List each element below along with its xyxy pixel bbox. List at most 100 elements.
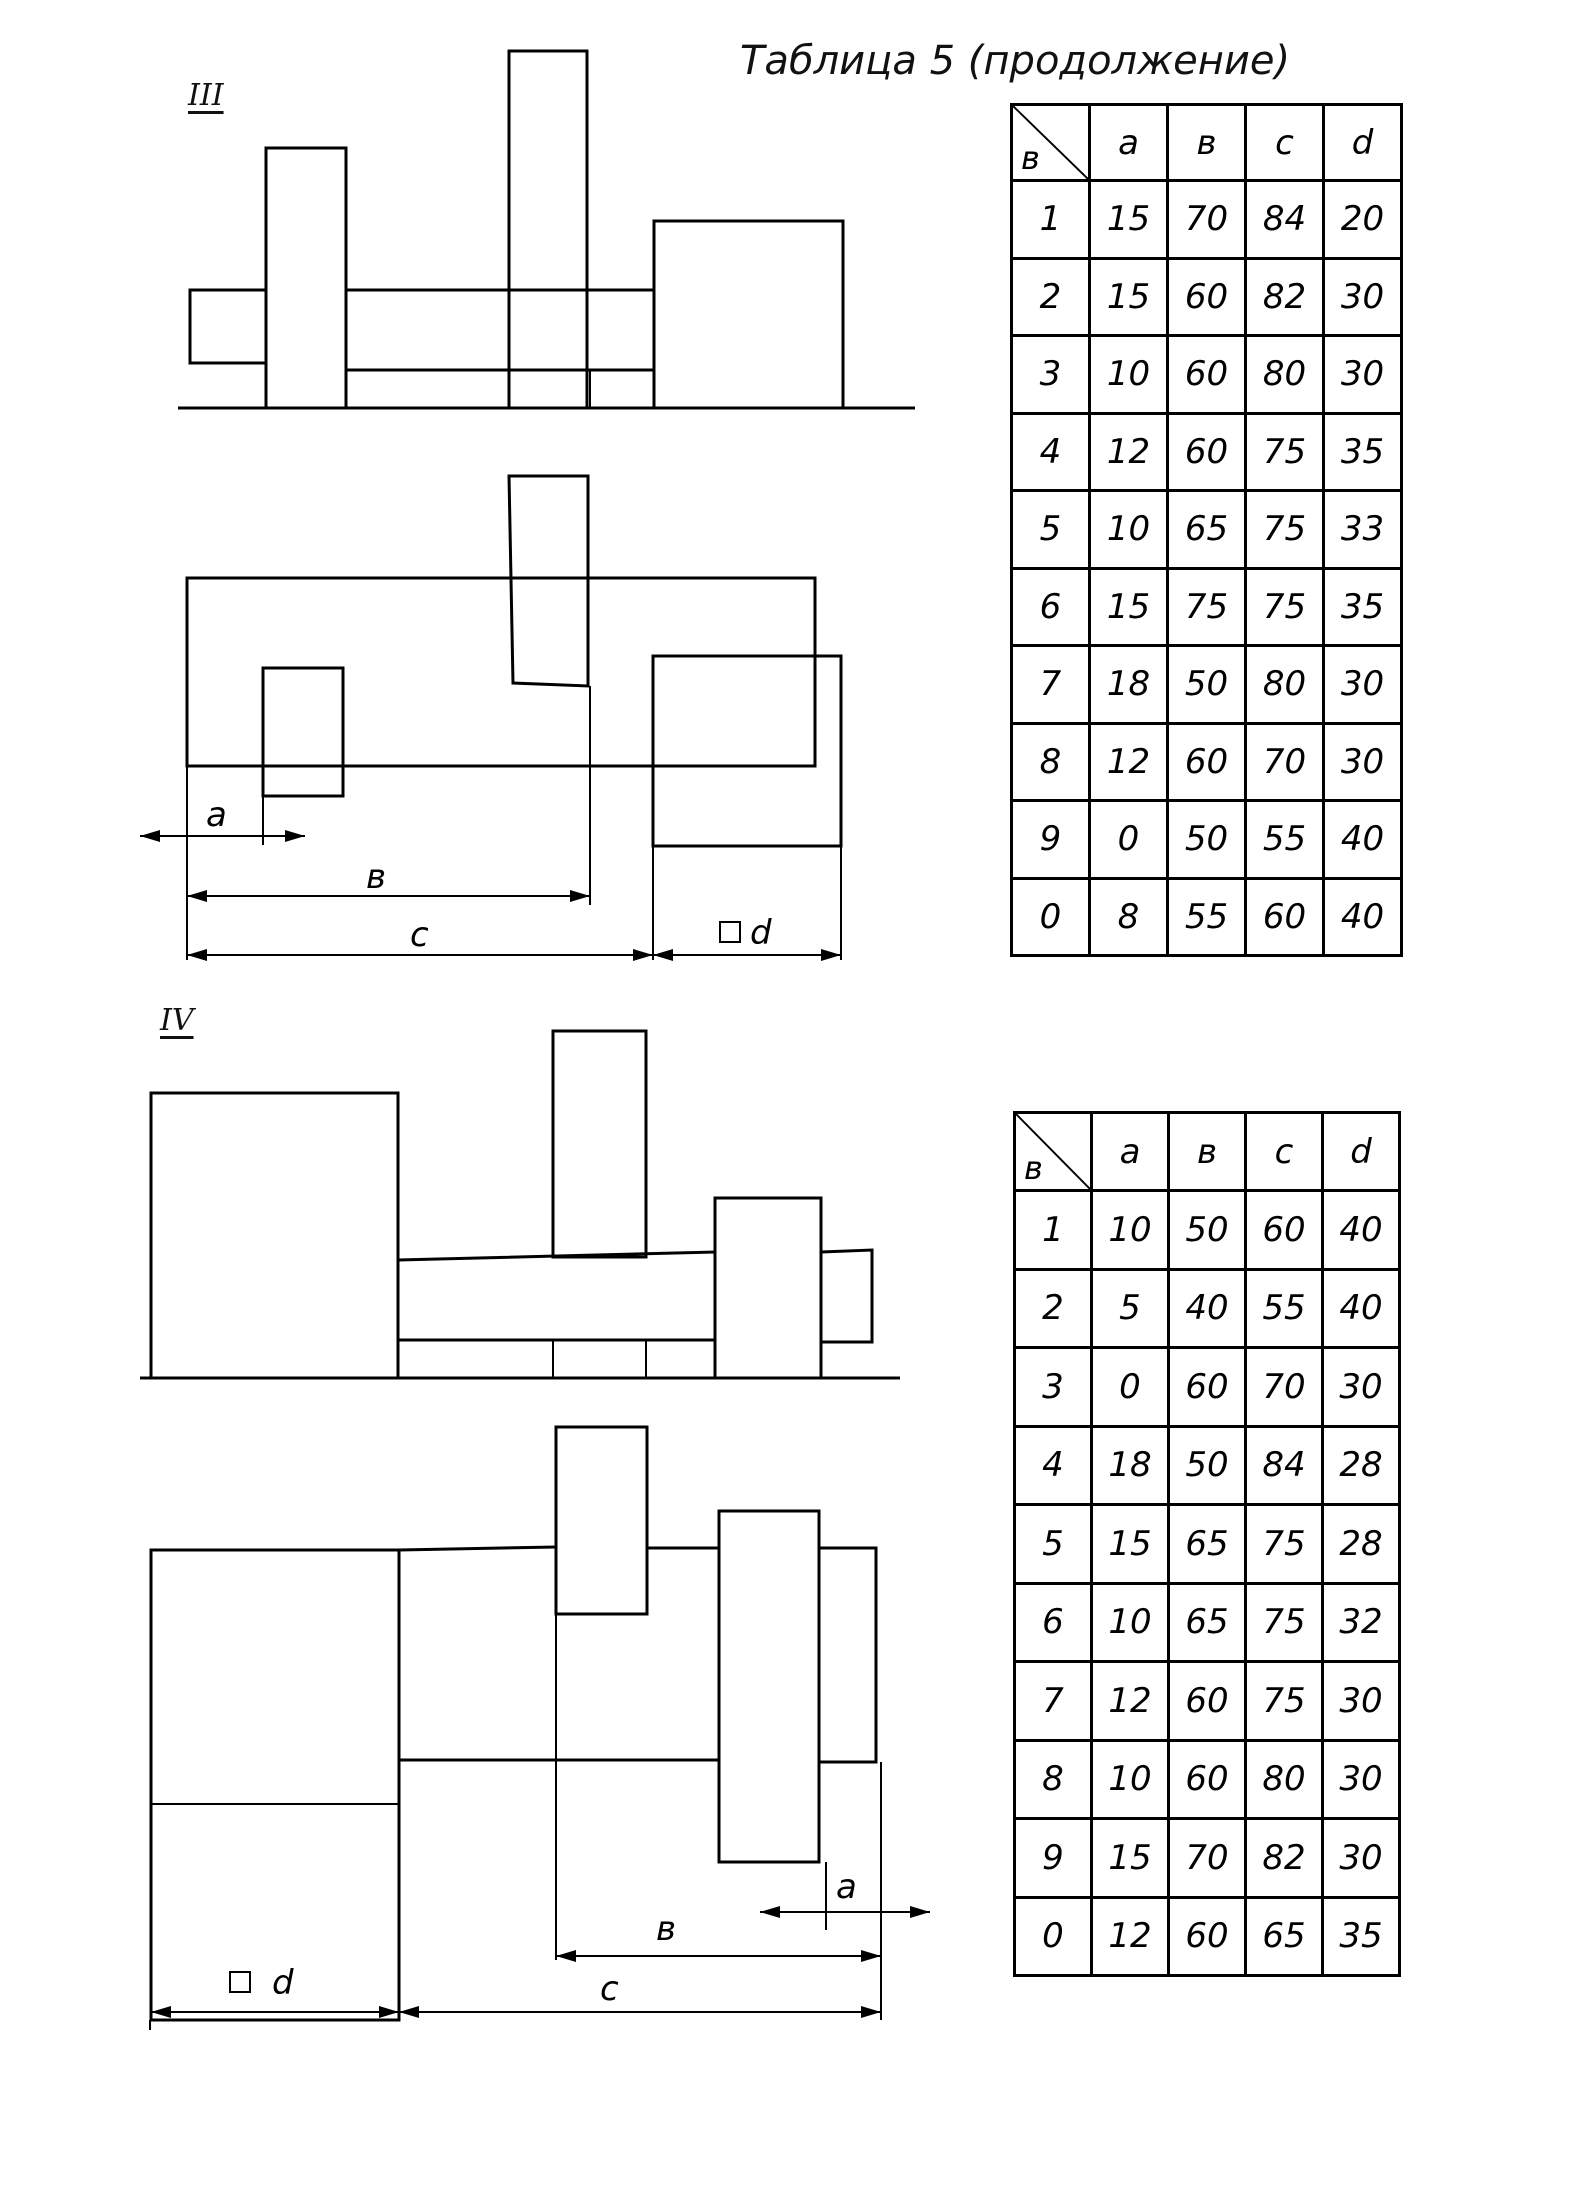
- value-cell: 30: [1322, 334, 1403, 415]
- variant-cell: 5: [1013, 1503, 1093, 1585]
- value-cell: 60: [1166, 721, 1247, 802]
- value-cell: 65: [1167, 1503, 1247, 1585]
- variant-cell: 7: [1013, 1660, 1093, 1742]
- variant-cell: 2: [1010, 256, 1091, 337]
- section-iv-front-view: [140, 1029, 900, 1380]
- variant-cell: 4: [1013, 1424, 1093, 1506]
- dim-b-label: в: [656, 1909, 676, 1949]
- table-header-row: в a в c d: [1013, 1111, 1401, 1192]
- value-cell: 60: [1244, 876, 1325, 957]
- corner-diagonal: [1013, 106, 1088, 179]
- header-corner-cell: в: [1013, 1111, 1093, 1192]
- square-symbol: [229, 1971, 251, 1993]
- value-cell: 28: [1321, 1424, 1401, 1506]
- value-cell: 30: [1321, 1817, 1401, 1899]
- value-cell: 12: [1088, 721, 1169, 802]
- left-block: [149, 1091, 400, 1380]
- tall-block: [551, 1029, 648, 1259]
- header-cell: c: [1244, 1111, 1324, 1192]
- value-cell: 75: [1244, 1660, 1324, 1742]
- shaft-end: [820, 1248, 874, 1344]
- shaft: [397, 1250, 717, 1342]
- variant-cell: 0: [1013, 1895, 1093, 1977]
- value-cell: 75: [1244, 411, 1325, 492]
- value-cell: 55: [1244, 799, 1325, 880]
- corner-label: в: [1021, 139, 1040, 177]
- header-cell: в: [1167, 1111, 1247, 1192]
- value-cell: 35: [1321, 1895, 1401, 1977]
- corner-diagonal: [1016, 1114, 1090, 1189]
- main-body: [185, 576, 817, 768]
- section-iii-front-view: [178, 49, 915, 410]
- value-cell: 18: [1088, 644, 1169, 725]
- value-cell: 60: [1166, 256, 1247, 337]
- variant-cell: 2: [1013, 1267, 1093, 1349]
- tall-block-left: [264, 146, 348, 410]
- variant-cell: 6: [1010, 566, 1091, 647]
- value-cell: 80: [1244, 644, 1325, 725]
- value-cell: 40: [1322, 799, 1403, 880]
- section-iii-top-view: a в c d: [140, 474, 843, 961]
- value-cell: 18: [1090, 1424, 1170, 1506]
- header-cell: a: [1090, 1111, 1170, 1192]
- value-cell: 50: [1167, 1424, 1247, 1506]
- value-cell: 33: [1322, 489, 1403, 570]
- value-cell: 28: [1321, 1503, 1401, 1585]
- value-cell: 55: [1244, 1267, 1324, 1349]
- value-cell: 75: [1166, 566, 1247, 647]
- header-cell: d: [1322, 103, 1403, 182]
- variant-cell: 4: [1010, 411, 1091, 492]
- value-cell: 70: [1167, 1817, 1247, 1899]
- value-cell: 12: [1090, 1895, 1170, 1977]
- value-cell: 84: [1244, 1424, 1324, 1506]
- left-shaft-end: [188, 288, 268, 365]
- value-cell: 82: [1244, 1817, 1324, 1899]
- value-cell: 0: [1090, 1346, 1170, 1428]
- header-cell: в: [1166, 103, 1247, 182]
- value-cell: 15: [1090, 1817, 1170, 1899]
- section-iii-label: III: [188, 78, 224, 113]
- value-cell: 35: [1322, 411, 1403, 492]
- variant-cell: 7: [1010, 644, 1091, 725]
- value-cell: 50: [1166, 644, 1247, 725]
- value-cell: 60: [1167, 1738, 1247, 1820]
- value-cell: 40: [1321, 1189, 1401, 1271]
- value-cell: 10: [1090, 1738, 1170, 1820]
- dim-a-label: a: [836, 1867, 857, 1907]
- value-cell: 40: [1167, 1267, 1247, 1349]
- page-title: Таблица 5 (продолжение): [740, 38, 1291, 84]
- value-cell: 60: [1244, 1189, 1324, 1271]
- value-cell: 50: [1167, 1189, 1247, 1271]
- dim-d-label: d: [750, 913, 772, 953]
- header-cell: a: [1088, 103, 1169, 182]
- right-block: [652, 219, 845, 410]
- middle-shaft: [344, 288, 656, 372]
- value-cell: 15: [1088, 256, 1169, 337]
- top-block: [554, 1425, 649, 1616]
- value-cell: 10: [1088, 489, 1169, 570]
- value-cell: 65: [1244, 1895, 1324, 1977]
- value-cell: 55: [1166, 876, 1247, 957]
- variant-cell: 5: [1010, 489, 1091, 570]
- value-cell: 35: [1322, 566, 1403, 647]
- value-cell: 70: [1244, 721, 1325, 802]
- value-cell: 32: [1321, 1581, 1401, 1663]
- value-cell: 70: [1244, 1346, 1324, 1428]
- value-cell: 12: [1090, 1660, 1170, 1742]
